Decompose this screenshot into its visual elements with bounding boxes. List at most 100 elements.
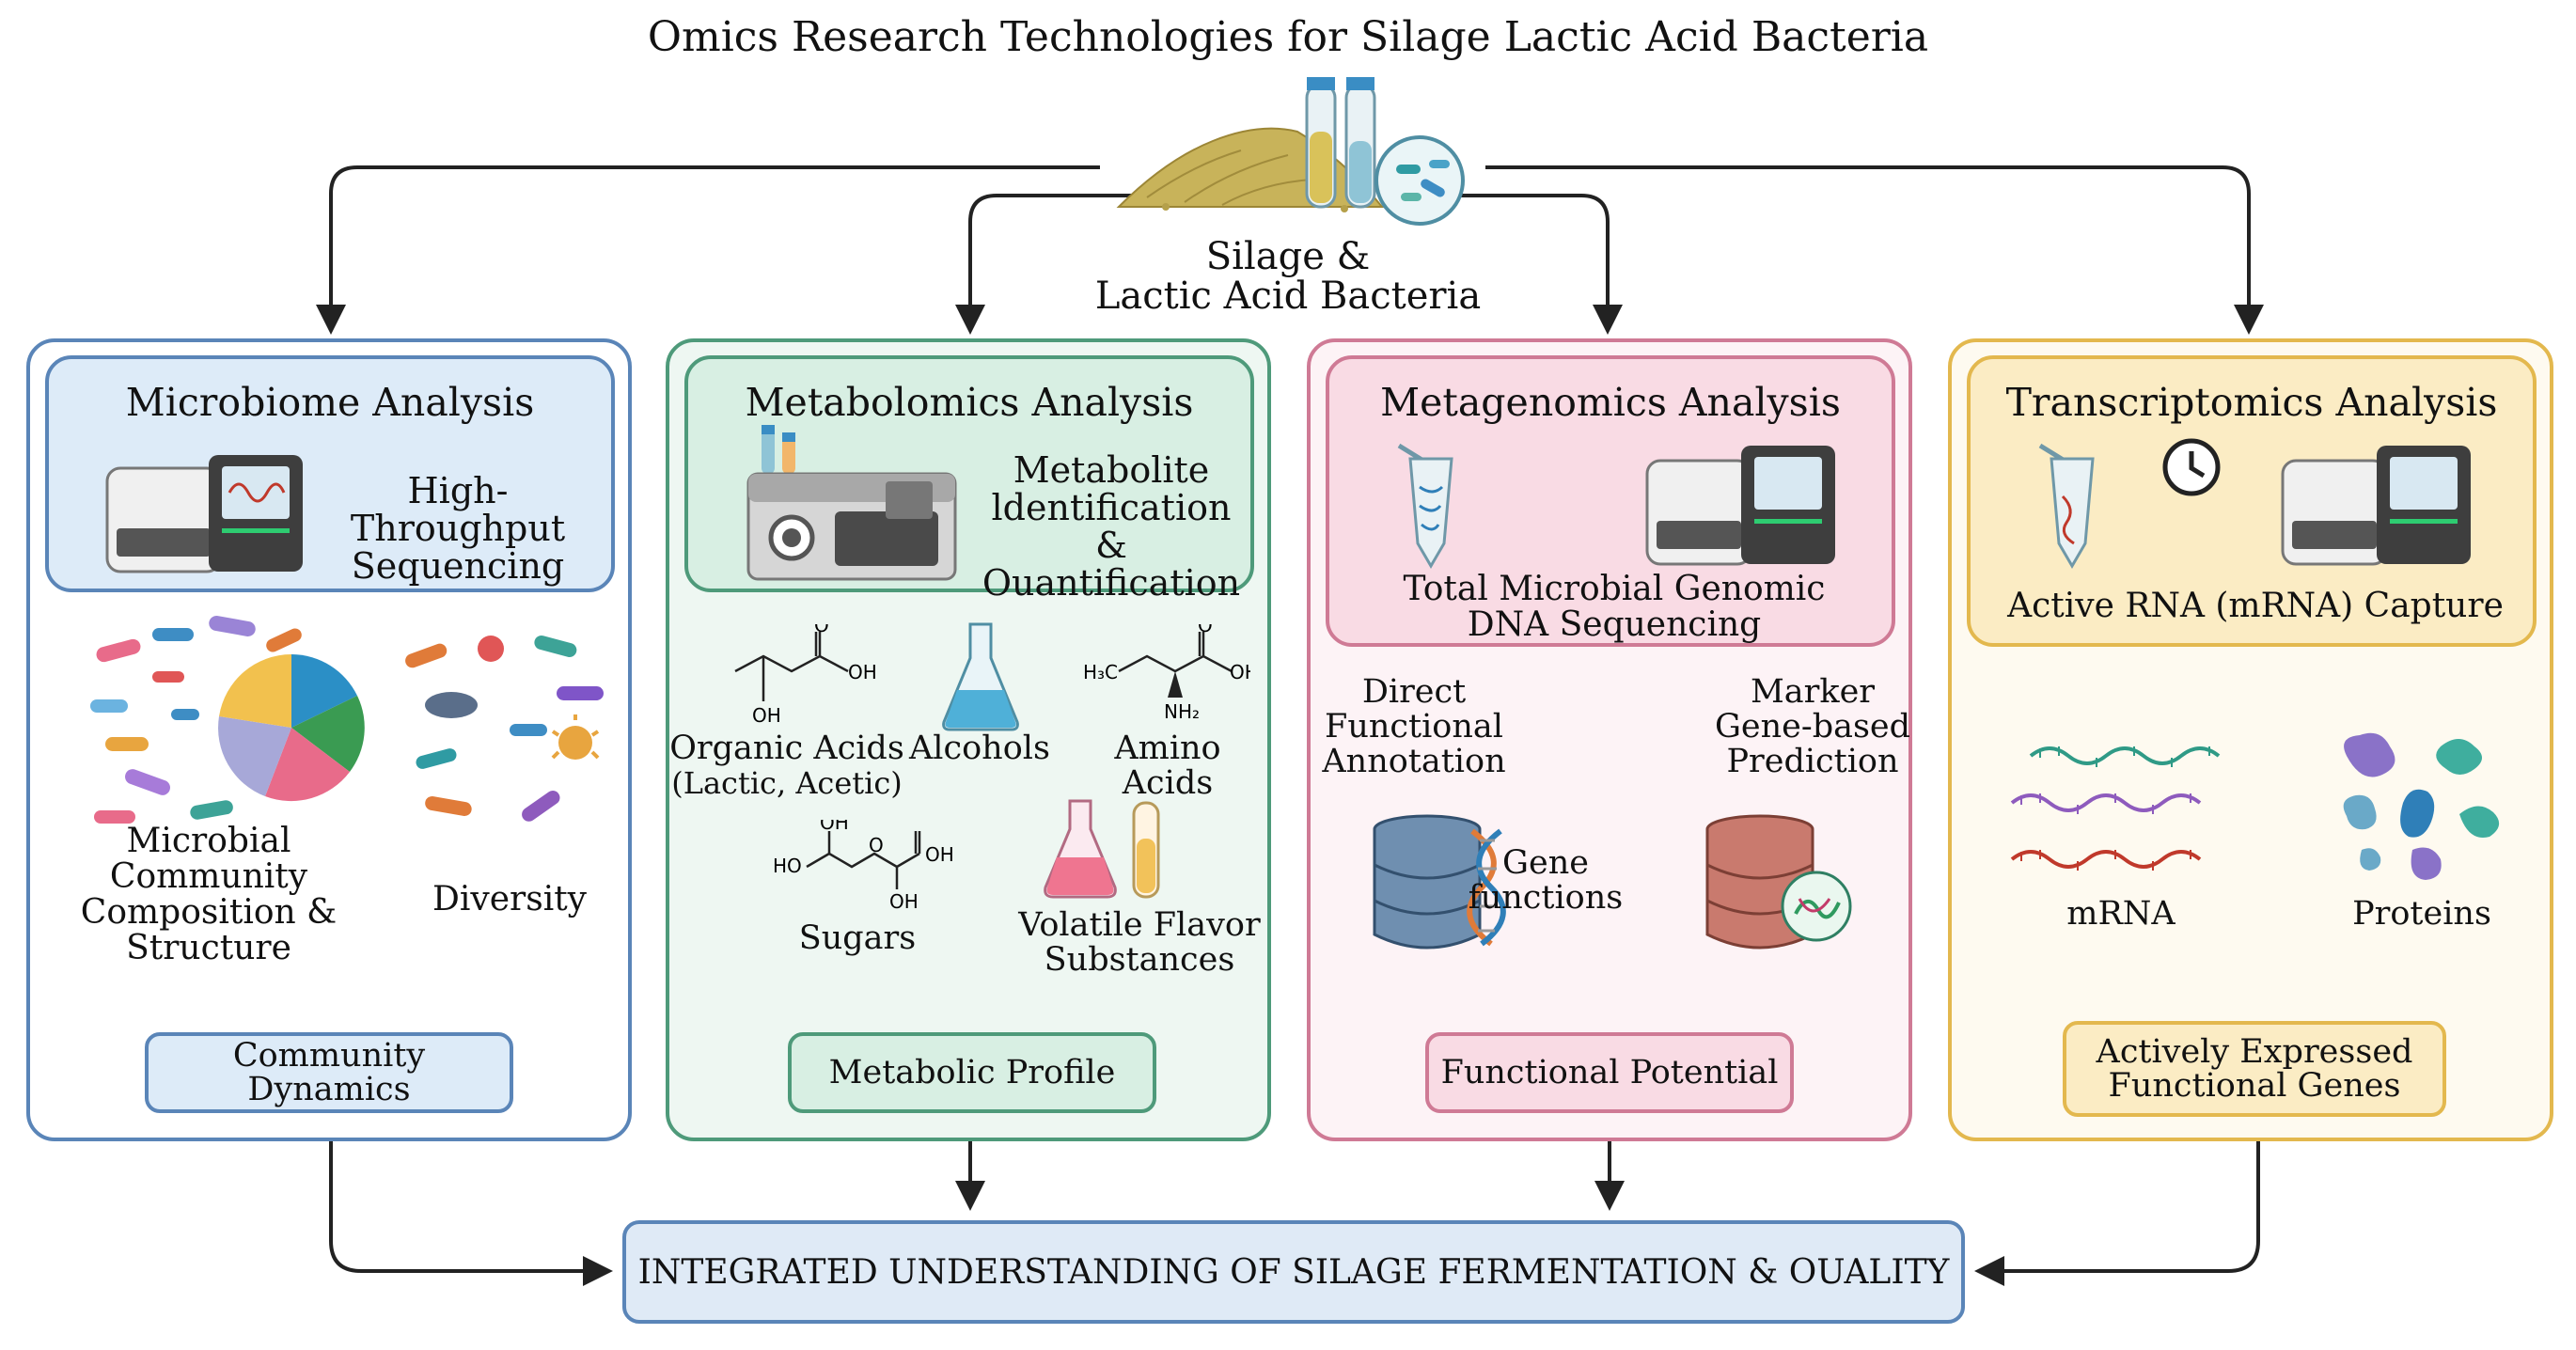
microbiome-header-text: High-Throughput Sequencing xyxy=(303,472,613,585)
expressed-genes-box: Actively Expressed Functional Genes xyxy=(2063,1021,2446,1117)
diversity-label: Diversity xyxy=(432,880,588,918)
community-composition-label: Microbial Community Composition & Struct… xyxy=(30,824,387,966)
volatile-line-2: Substances xyxy=(1044,941,1235,979)
direct-line-1: Direct xyxy=(1361,673,1467,711)
header-line-2: Sequencing xyxy=(351,545,565,587)
metagenomics-header-text: Total Microbial Genomic DNA Sequencing xyxy=(1348,572,1880,643)
chem-nh2: NH₂ xyxy=(1164,700,1200,723)
chem-oh-5: OH xyxy=(889,890,919,913)
transcriptomics-header: Transcriptomics Analysis Active RNA (mRN… xyxy=(1967,355,2537,647)
organic-acids-label: Organic Acids (Lactic, Acetic) xyxy=(669,731,904,801)
volatile-flask-icon xyxy=(1044,799,1160,899)
metabolomics-title: Metabolomics Analysis xyxy=(745,380,1194,425)
marker-prediction-label: Marker Gene-based Prediction xyxy=(1709,675,1916,779)
metagenomics-title: Metagenomics Analysis xyxy=(1380,380,1841,425)
silage-label-line-2: Lactic Acid Bacteria xyxy=(1094,275,1482,318)
community-line-3: Structure xyxy=(126,929,291,967)
community-line-1: Microbial Community xyxy=(109,822,308,896)
arrow-to-microbiome xyxy=(316,165,1100,335)
chem-oh-4: OH xyxy=(820,820,849,834)
header-line-3: Ouantification xyxy=(982,562,1241,604)
expressed-genes-text: Actively Expressed Functional Genes xyxy=(2097,1035,2413,1103)
chem-oh-3: OH xyxy=(1230,661,1250,683)
header-line-2: DNA Sequencing xyxy=(1467,605,1762,644)
marker-line-2: Gene-based xyxy=(1714,708,1911,746)
volatile-line-1: Volatile Flavor xyxy=(1018,906,1261,944)
sample-tube-icon xyxy=(1397,443,1453,569)
bacteria-dish-icon xyxy=(1374,135,1465,226)
dna-icon xyxy=(1467,828,1506,947)
header-line-1: Metabolite xyxy=(1013,449,1210,491)
transcriptomics-panel: Transcriptomics Analysis Active RNA (mRN… xyxy=(1948,338,2553,1141)
metabolic-profile-box: Metabolic Profile xyxy=(788,1032,1156,1113)
microbiome-header: Microbiome Analysis High-Throughput Sequ… xyxy=(45,355,615,592)
microbiome-title: Microbiome Analysis xyxy=(125,380,535,425)
direct-line-2: Functional xyxy=(1325,708,1503,746)
sequencer-icon xyxy=(1645,446,1835,566)
arrow-to-metagenomics xyxy=(1410,194,1623,335)
header-line-1: Total Microbial Genomic xyxy=(1403,570,1826,608)
mrna-label: mRNA xyxy=(2066,895,2175,933)
flask-icon xyxy=(942,622,1019,731)
chem-oh-2: OH xyxy=(752,704,781,727)
organic-acids-line-2: (Lactic, Acetic) xyxy=(671,765,903,801)
metabolomics-header: Metabolomics Analysis Metabolite ldentif… xyxy=(684,355,1254,602)
functional-potential-box: Functional Potential xyxy=(1425,1032,1794,1113)
mrna-icon xyxy=(2010,746,2221,871)
chem-o-3: O xyxy=(869,834,884,856)
metabolomics-header-text: Metabolite ldentification & Ouantificati… xyxy=(970,451,1252,602)
metagenomics-header: Metagenomics Analysis Total Microbial Ge… xyxy=(1326,355,1895,647)
diagram-title: Omics Research Technologies for Silage L… xyxy=(647,13,1929,61)
sequencer-icon xyxy=(2281,446,2471,566)
database-icon xyxy=(1373,814,1506,950)
organic-acid-structure-icon: O OH OH xyxy=(734,624,876,727)
direct-annotation-label: Direct Functional Annotation xyxy=(1311,675,1517,779)
arrow-microbiome-to-integrated xyxy=(329,1141,613,1286)
mass-spectrometer-icon xyxy=(746,425,957,581)
marker-line-1: Marker xyxy=(1750,673,1876,711)
silage-label: Silage & Lactic Acid Bacteria xyxy=(1053,237,1523,316)
protein-icon xyxy=(2343,732,2500,880)
amino-acid-structure-icon: H₃C O OH NH₂ xyxy=(1083,624,1250,723)
community-composition-icon xyxy=(90,616,365,824)
transcriptomics-header-text: Active RNA (mRNA) Capture xyxy=(2007,587,2504,625)
chem-o: O xyxy=(814,624,829,636)
arrow-transcriptomics-to-integrated xyxy=(1974,1141,2260,1286)
microbiome-panel: Microbiome Analysis High-Throughput Sequ… xyxy=(26,338,632,1141)
alcohols-label: Alcohols xyxy=(909,730,1050,767)
database-icon xyxy=(1705,814,1852,950)
arrow-to-transcriptomics xyxy=(1485,165,2264,335)
community-line-2: Composition & xyxy=(80,893,338,932)
chem-h3c: H₃C xyxy=(1083,661,1118,683)
direct-line-3: Annotation xyxy=(1322,743,1506,780)
sugars-label: Sugars xyxy=(798,919,917,957)
integrated-understanding-box: INTEGRATED UNDERSTANDING OF SILAGE FERME… xyxy=(622,1220,1965,1324)
chem-oh-1: OH xyxy=(848,661,876,683)
gene-line-1: Gene xyxy=(1502,844,1589,882)
gene-functions-label: Gene functions xyxy=(1461,846,1630,916)
pie-chart-icon xyxy=(218,654,365,802)
marker-line-3: Prediction xyxy=(1726,743,1899,780)
amino-acids-label: Amino Acids xyxy=(1114,730,1221,802)
expressed-line-1: Actively Expressed xyxy=(2096,1033,2413,1071)
chem-oh-6: OH xyxy=(925,843,954,866)
gene-line-2: functions xyxy=(1468,879,1624,917)
metabolomics-panel: Metabolomics Analysis Metabolite ldentif… xyxy=(666,338,1271,1141)
header-line-1: High-Throughput xyxy=(350,470,566,549)
volatile-label: Volatile Flavor Substances xyxy=(1008,908,1271,978)
metagenomics-panel: Metagenomics Analysis Total Microbial Ge… xyxy=(1307,338,1912,1141)
silage-label-line-1: Silage & xyxy=(1205,235,1371,278)
chem-o-2: O xyxy=(1198,624,1213,636)
transcriptomics-title: Transcriptomics Analysis xyxy=(2005,380,2498,425)
silage-pile-icon xyxy=(1116,77,1465,226)
expressed-line-2: Functional Genes xyxy=(2108,1067,2401,1105)
sample-tube-icon xyxy=(2038,443,2095,569)
sequencer-icon xyxy=(105,455,303,573)
community-dynamics-box: Community Dynamics xyxy=(145,1032,513,1113)
arrow-to-metabolomics xyxy=(955,194,1147,335)
test-tube-icon xyxy=(1305,77,1376,209)
header-line-2: ldentification & xyxy=(991,487,1232,566)
chem-ho: HO xyxy=(773,855,802,877)
clock-icon xyxy=(2162,438,2221,496)
diversity-icon xyxy=(405,635,604,822)
